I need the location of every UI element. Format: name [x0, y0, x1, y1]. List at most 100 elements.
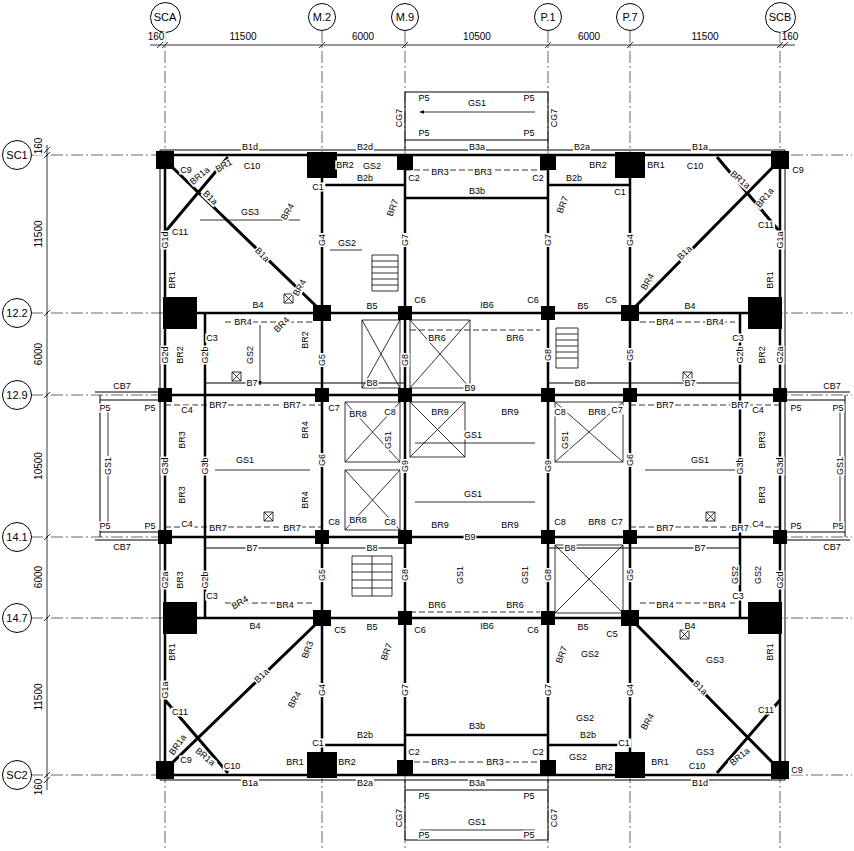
member-label: C9: [790, 766, 804, 775]
member-label: G8: [401, 353, 410, 367]
member-label: IB6: [479, 622, 495, 631]
member-label: B5: [576, 302, 589, 311]
member-label: GS2: [362, 162, 382, 171]
member-label: GS1: [690, 456, 710, 465]
member-label: C1: [311, 739, 325, 748]
member-label: BR8: [348, 516, 368, 525]
member-label: BR6: [427, 334, 447, 343]
member-label: GS3: [240, 208, 260, 217]
member-label: BR4: [655, 601, 675, 610]
member-label: P5: [789, 522, 802, 531]
member-label: BR1: [168, 642, 177, 662]
member-label: P5: [98, 404, 111, 413]
member-label: C9: [179, 756, 193, 765]
member-label: BR1: [646, 161, 666, 170]
member-label: G3b: [201, 456, 210, 475]
member-label: C3: [205, 592, 219, 601]
main-beams: [165, 155, 780, 775]
member-label: B3b: [468, 722, 486, 731]
grid-bubble: 14.1: [2, 522, 32, 552]
member-label: GS1: [561, 430, 570, 450]
member-label: BR3: [485, 758, 505, 767]
member-label: C2: [407, 174, 421, 183]
member-label: GS2: [575, 714, 595, 723]
member-label: BR1: [285, 758, 305, 767]
member-label: C11: [757, 221, 775, 230]
member-label: B8: [365, 379, 378, 388]
member-label: C9: [791, 166, 805, 175]
dimension-text: 6000: [34, 565, 44, 589]
member-label: GS3: [695, 748, 715, 757]
grid-lines: [31, 31, 852, 848]
member-label: P5: [522, 129, 535, 138]
member-label: BR4: [275, 601, 295, 610]
member-label: GS1: [235, 456, 255, 465]
member-label: B5: [365, 302, 378, 311]
member-label: G7: [401, 683, 410, 697]
dimension-text: 6000: [351, 32, 375, 42]
member-label: BR1: [650, 758, 670, 767]
member-label: B5: [576, 623, 589, 632]
member-label: C7: [610, 518, 624, 527]
member-label: C10: [243, 162, 262, 171]
member-label: BR3: [178, 485, 187, 505]
member-label: BR6: [505, 334, 525, 343]
member-label: C4: [180, 520, 194, 529]
grid-bubble: 12.9: [2, 380, 32, 410]
member-label: BR4: [707, 601, 727, 610]
member-label: P5: [417, 129, 430, 138]
grid-label: SCA: [154, 12, 177, 23]
member-label: BR2: [335, 161, 355, 170]
member-label: BR1: [766, 642, 775, 662]
member-label: GS1: [521, 565, 530, 585]
member-label: CG7: [395, 808, 404, 829]
member-label: BR4: [272, 315, 292, 335]
member-label: G4: [626, 233, 635, 247]
slab-edge: [95, 92, 850, 840]
member-label: B3a: [468, 779, 486, 788]
member-label: C11: [171, 708, 189, 717]
member-label: P5: [98, 522, 111, 531]
member-label: B4: [683, 622, 696, 631]
member-label: BR2: [176, 345, 185, 365]
member-label: P5: [417, 94, 430, 103]
member-label: G3d: [776, 456, 785, 475]
member-label: C6: [413, 626, 427, 635]
dimension-text: 11500: [34, 219, 44, 248]
member-label: C8: [383, 518, 397, 527]
member-label: C4: [751, 406, 765, 415]
member-label: GS1: [467, 818, 487, 827]
member-label: G5: [318, 568, 327, 582]
grid-bubble: SC2: [2, 760, 32, 790]
member-label: C1: [311, 183, 325, 192]
grid-bubble: 12.2: [2, 298, 32, 328]
member-label: P5: [522, 831, 535, 840]
dimension-text: 6000: [577, 32, 601, 42]
member-label: BR4: [229, 594, 250, 612]
grid-bubble: M.2: [308, 3, 336, 31]
member-label: B2b: [579, 731, 597, 740]
small-openings: [232, 294, 715, 639]
member-label: G1d: [161, 230, 170, 249]
member-label: G9: [401, 459, 410, 473]
member-label: G3d: [161, 456, 170, 475]
member-label: BR4: [301, 490, 310, 510]
dimension-text: 160: [147, 32, 166, 42]
member-label: BR1a: [167, 732, 188, 757]
member-label: BR3: [176, 570, 185, 590]
member-label: B1a: [252, 666, 271, 685]
member-label: G7: [544, 233, 553, 247]
member-label: BR1: [213, 157, 234, 175]
member-label: BR3: [758, 485, 767, 505]
member-label: G5: [318, 353, 327, 367]
member-label: BR7: [655, 524, 675, 533]
member-label: BR7: [655, 401, 675, 410]
grid-label: P.7: [622, 12, 637, 23]
member-label: C8: [327, 518, 341, 527]
member-label: B9: [463, 384, 476, 393]
member-label: G2a: [161, 570, 170, 589]
member-label: G2b: [201, 570, 210, 589]
member-label: C5: [604, 296, 618, 305]
member-label: BR4: [705, 318, 725, 327]
member-label: BR4: [655, 318, 675, 327]
